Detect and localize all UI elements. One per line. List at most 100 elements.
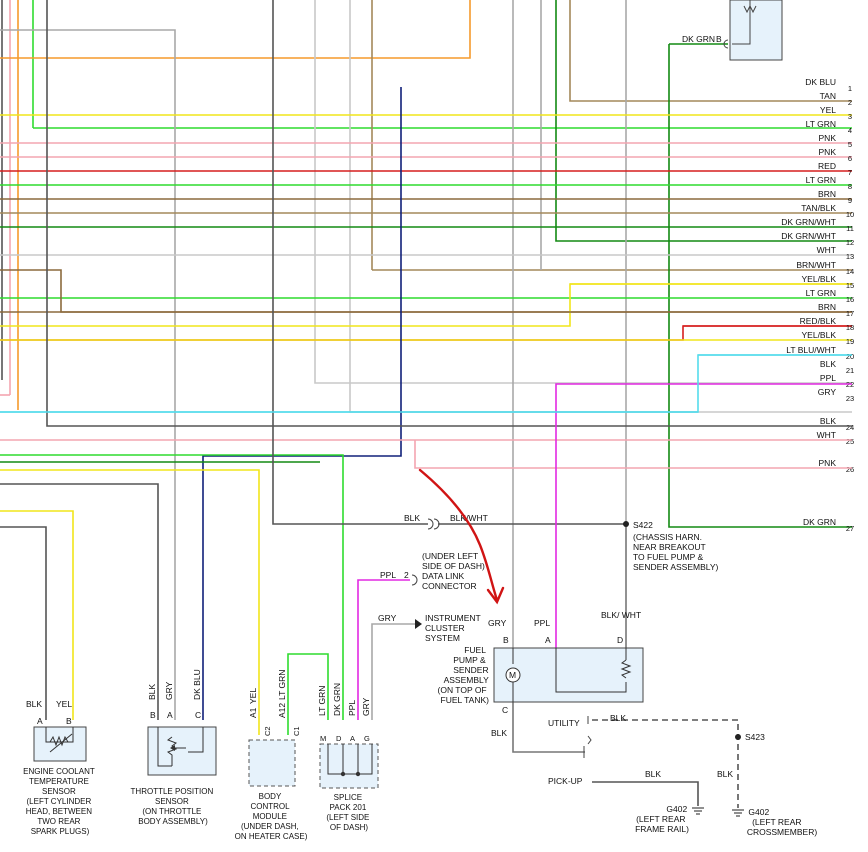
throttle-position-sensor: BLK GRY DK BLU B A C THROTTLE POSITION S…	[131, 669, 217, 826]
ground-icon	[732, 809, 744, 817]
g402-frame-label: G402 (LEFT REAR FRAME RAIL)	[635, 804, 690, 834]
wire-number: 20	[846, 352, 854, 361]
wire-label: YEL	[820, 105, 836, 115]
wire-label: GRY	[818, 387, 837, 397]
bcm-pin-a1: A1	[248, 707, 258, 718]
tps-wire-dkblu: DK BLU	[192, 669, 202, 700]
g402-crossmember-label: G402 (LEFT REAR CROSSMEMBER)	[747, 807, 818, 837]
pickup-wire: BLK	[645, 769, 661, 779]
dlc-pin: 2	[404, 570, 409, 580]
wire-number: 12	[846, 238, 854, 247]
bus-wire	[0, 269, 852, 313]
tps-label: THROTTLE POSITION SENSOR (ON THROTTLE BO…	[131, 787, 216, 826]
wire-number: 10	[846, 210, 854, 219]
splice-pack-label: SPLICE PACK 201 (LEFT SIDE OF DASH)	[326, 793, 371, 832]
wire-number: 16	[846, 295, 854, 304]
wire-number: 7	[848, 168, 852, 177]
top-connector-wire: DK GRN	[682, 34, 715, 44]
wire-number: 23	[846, 394, 854, 403]
tps-wire-blk: BLK	[147, 684, 157, 700]
wire-number: 25	[846, 437, 854, 446]
fp-pin-a: A	[545, 635, 551, 645]
sp-pin-g: G	[364, 734, 370, 743]
ground-icon	[692, 807, 704, 815]
fp-wire-d: BLK/ WHT	[601, 610, 641, 620]
tps-wire-gry: GRY	[164, 681, 174, 700]
inline-connector: BLK BLK/WHT S422 (CHASSIS HARN. NEAR BRE…	[404, 513, 719, 572]
wire-number: 3	[848, 112, 852, 121]
wire-label: BLK	[820, 359, 836, 369]
wire-label: DK GRN/WHT	[781, 217, 836, 227]
wire-number: 11	[846, 224, 854, 233]
arrow-right-icon	[415, 619, 422, 629]
top-lines	[0, 0, 852, 720]
fp-wire-a: PPL	[534, 618, 550, 628]
wire-label: LT GRN	[806, 288, 836, 298]
wire-number: 15	[846, 281, 854, 290]
wire-label: YEL/BLK	[802, 330, 837, 340]
wire-label: LT GRN	[806, 175, 836, 185]
sp-wire-dkgrn: DK GRN	[332, 683, 342, 716]
cluster-note: INSTRUMENT CLUSTER SYSTEM	[425, 613, 483, 643]
top-connector-pin: B	[716, 34, 722, 44]
wire-label: DK GRN	[803, 517, 836, 527]
sp-wire-gry: GRY	[361, 697, 371, 716]
wire-number: 17	[846, 309, 854, 318]
annotation-arrow-icon	[418, 468, 505, 605]
ect-wire-blk: BLK	[26, 699, 42, 709]
wire-number: 2	[848, 98, 852, 107]
wire-label: RED/BLK	[800, 316, 837, 326]
wire-label: DK BLU	[805, 77, 836, 87]
wire-number: 27	[846, 524, 854, 533]
wire-label: BLK	[820, 416, 836, 426]
sender-resistor-icon	[620, 659, 632, 679]
ect-label: ENGINE COOLANT TEMPERATURE SENSOR (LEFT …	[23, 767, 97, 836]
fp-pin-c: C	[502, 705, 508, 715]
utility-label: UTILITY	[548, 718, 580, 728]
bus-wire	[0, 283, 852, 327]
thermistor-icon	[49, 735, 69, 747]
ect-wire-yel: YEL	[56, 699, 72, 709]
sp-wire-ppl: PPL	[347, 700, 357, 716]
left-bundle	[1, 0, 852, 410]
wire-number: 26	[846, 465, 854, 474]
s422-id: S422	[633, 520, 653, 530]
utility-wire: BLK	[610, 713, 626, 723]
wire-label: YEL/BLK	[802, 274, 837, 284]
wire-label: LT GRN	[806, 119, 836, 129]
wire-label: PPL	[820, 373, 836, 383]
fuel-pump-sender: GRY PPL BLK/ WHT B A D M C FUEL PUMP & S…	[438, 610, 644, 738]
pickup-label: PICK-UP	[548, 776, 583, 786]
motor-label: M	[509, 670, 516, 680]
top-connector: DK GRN B	[669, 0, 783, 61]
tps-pin-c: C	[195, 710, 201, 720]
wire-number: 4	[848, 126, 852, 135]
wire-number: 8	[848, 182, 852, 191]
bcm-label: BODY CONTROL MODULE (UNDER DASH, ON HEAT…	[235, 792, 308, 841]
dlc-note: (UNDER LEFT SIDE OF DASH) DATA LINK CONN…	[422, 551, 487, 591]
wire-number: 9	[848, 196, 852, 205]
sp-pin-d: D	[336, 734, 342, 743]
wire-label: BRN/WHT	[796, 260, 836, 270]
inline-left-label: BLK	[404, 513, 420, 523]
wire-label: LT BLU/WHT	[786, 345, 836, 355]
wire-number: 1	[848, 84, 852, 93]
bcm-cavity-c1: C1	[292, 726, 301, 736]
wire-number: 18	[846, 323, 854, 332]
wire-number: 14	[846, 267, 854, 276]
wire-label: BRN	[818, 189, 836, 199]
ect-pin-a: A	[37, 716, 43, 726]
wire-label: WHT	[817, 430, 836, 440]
fp-wire-b: GRY	[488, 618, 507, 628]
body-control-module: A1 YEL A12 LT GRN C2 C1 BODY CONTROL MOD…	[235, 670, 308, 841]
fp-pin-b: B	[503, 635, 509, 645]
wire-number: 24	[846, 423, 854, 432]
wire-label: PNK	[819, 133, 837, 143]
dlc-wire: PPL	[380, 570, 396, 580]
wire-label: TAN/BLK	[801, 203, 836, 213]
ect-pin-b: B	[66, 716, 72, 726]
s423-id: S423	[745, 732, 765, 742]
wire-number: 19	[846, 337, 854, 346]
